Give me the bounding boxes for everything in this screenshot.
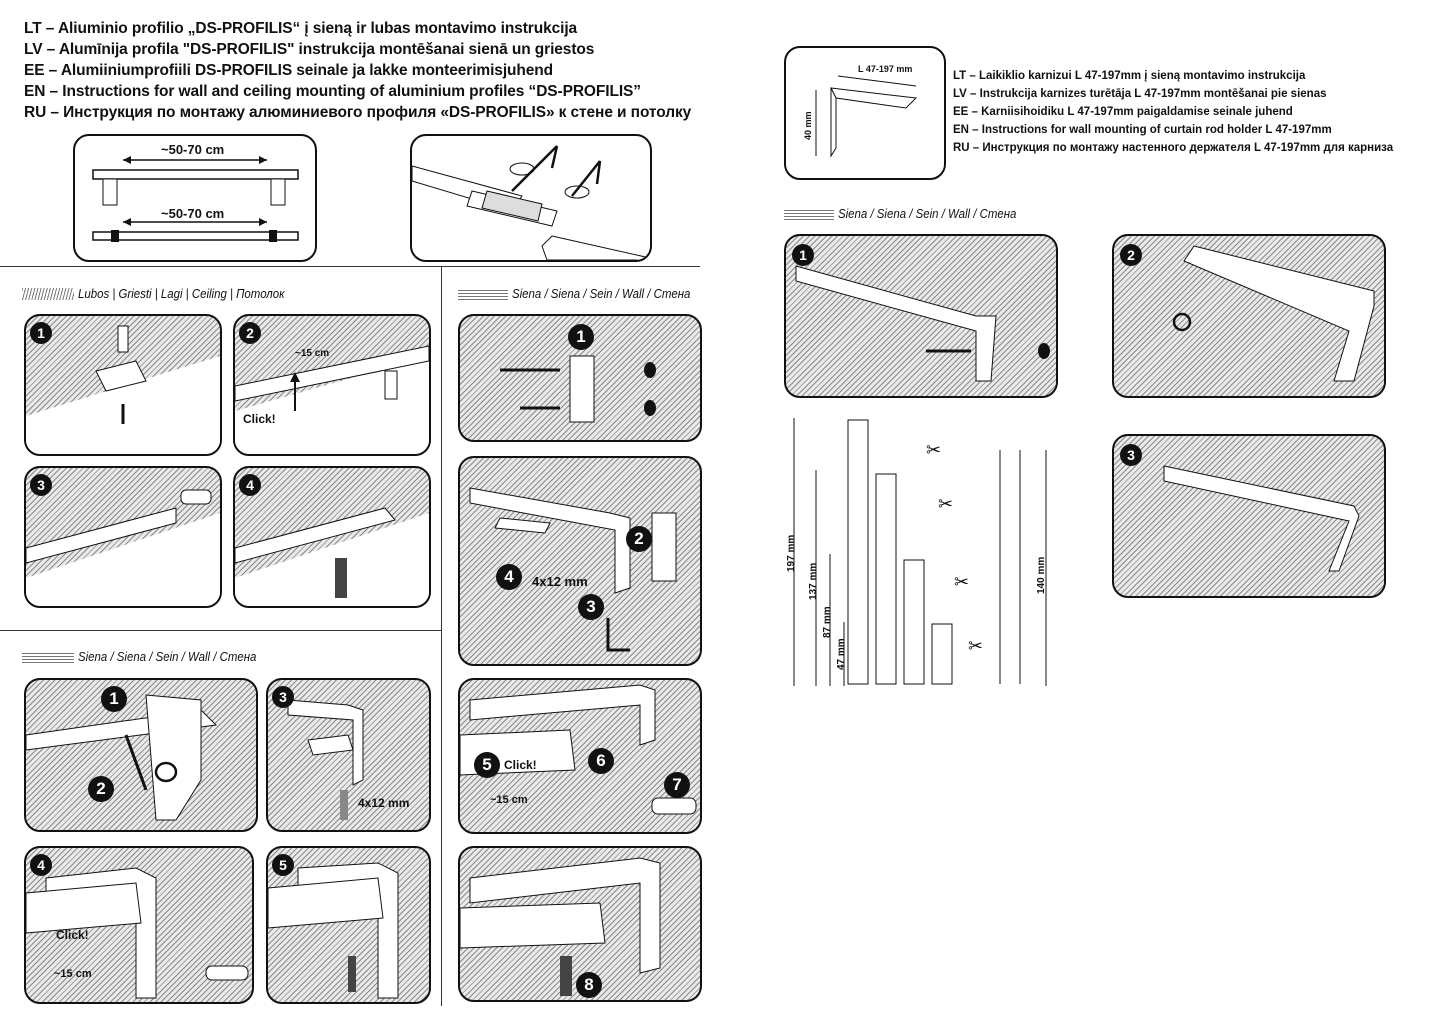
mid-step-5-7-panel: 5 Click! 6 7 ~15 cm <box>458 678 702 834</box>
title-lt: LT – Aliuminio profilio „DS-PROFILIS“ į … <box>24 20 578 37</box>
mid-step-2-4-panel: 2 4 4x12 mm 3 <box>458 456 702 666</box>
holder-step-1-panel: 1 <box>784 234 1058 398</box>
wall-left-hatch <box>22 651 74 663</box>
step-3-badge: 3 <box>30 474 52 496</box>
length-87-label: 87 mm <box>822 606 833 638</box>
distance-label: ~15 cm <box>490 794 528 806</box>
ceiling-step-3-panel: 3 <box>24 466 222 608</box>
scissors-icon: ✂ <box>926 440 942 460</box>
ceiling-profile-clip-illustration <box>235 345 429 454</box>
wall-step-1-2-panel: 1 2 <box>24 678 258 832</box>
wall-profile-click-illustration <box>26 867 249 999</box>
step-3-badge: 3 <box>1120 444 1142 466</box>
step-1-badge: 1 <box>568 324 594 350</box>
ceiling-hatch <box>22 288 74 300</box>
height-140-label: 140 mm <box>1036 556 1047 594</box>
ceiling-section-title: Lubos | Griesti | Lagi | Ceiling | Потол… <box>78 286 285 301</box>
wall-holder-assembly-illustration <box>469 487 677 652</box>
scissors-icon: ✂ <box>954 572 970 592</box>
length-197-label: 197 mm <box>786 534 797 572</box>
holder-title-ee: EE – Karniisihoidiku L 47-197mm paigalda… <box>953 106 1293 118</box>
divider-lower <box>0 630 441 631</box>
holder-overview-panel: L 47-197 mm 40 mm <box>784 46 946 180</box>
distance-label: ~15 cm <box>54 968 92 980</box>
holder-length-label: L 47-197 mm <box>858 64 913 74</box>
ceiling-step-1-panel: 1 <box>24 314 222 456</box>
step-1-badge: 1 <box>792 244 814 266</box>
scissors-icon: ✂ <box>968 636 984 656</box>
holder-title-en: EN – Instructions for wall mounting of c… <box>953 124 1332 136</box>
step-6-badge: 6 <box>588 748 614 774</box>
step-4-badge: 4 <box>496 564 522 590</box>
wall-right-hatch <box>784 208 834 220</box>
wall-bracket-cut-illustration <box>26 694 218 821</box>
click-label: Click! <box>56 928 89 942</box>
holder-title-ru: RU – Инструкция по монтажу настенного де… <box>953 142 1394 154</box>
scissors-icon: ✂ <box>938 494 954 514</box>
holder-title-lt: LT – Laikiklio karnizui L 47-197mm į sie… <box>953 70 1306 82</box>
step-5-badge: 5 <box>272 854 294 876</box>
wall-left-section-title: Siena / Siena / Sein / Wall / Стена <box>78 649 257 664</box>
wall-clip-screw-illustration <box>287 699 364 820</box>
wall-plate-screws-illustration <box>500 355 656 423</box>
ceiling-step-4-panel: 4 <box>233 466 431 608</box>
wall-final-screw-illustration <box>460 857 661 996</box>
profile-spacing-illustration <box>92 156 299 242</box>
spacing-bottom-label: ~50-70 cm <box>161 206 225 221</box>
ceiling-step-2-panel: 2 ~15 cm Click! <box>233 314 431 456</box>
screw-size-label: 4x12 mm <box>532 574 588 589</box>
step-2-badge: 2 <box>626 526 652 552</box>
profile-connector-illustration <box>412 145 650 260</box>
ceiling-screwdriver-illustration <box>235 507 429 606</box>
wall-step-5-panel: 5 <box>266 846 431 1004</box>
wall-right-section-title: Siena / Siena / Sein / Wall / Стена <box>838 206 1017 221</box>
click-label: Click! <box>504 758 537 772</box>
wall-endcap-illustration <box>268 862 399 999</box>
step-1-badge: 1 <box>30 322 52 344</box>
wall-step-3-panel: 3 4x12 mm <box>266 678 431 832</box>
holder-title-lv: LV – Instrukcija karnizes turētāja L 47-… <box>953 88 1327 100</box>
length-137-label: 137 mm <box>808 562 819 600</box>
step-4-badge: 4 <box>239 474 261 496</box>
holder-wall-mount-illustration <box>795 265 1050 382</box>
step-3-badge: 3 <box>272 686 294 708</box>
cut-length-diagram <box>793 418 1047 686</box>
wall-middle-section-title: Siena / Siena / Sein / Wall / Стена <box>512 286 691 301</box>
divider-vertical <box>441 266 442 1006</box>
divider-horizontal <box>0 266 700 267</box>
ceiling-bracket-illustration <box>26 325 220 454</box>
title-ee: EE – Alumiiniumprofiili DS-PROFILIS sein… <box>24 62 554 79</box>
step-2-badge: 2 <box>88 776 114 802</box>
holder-mounted-illustration <box>1163 465 1360 572</box>
click-label: Click! <box>243 412 276 426</box>
connector-panel <box>410 134 652 262</box>
length-47-label: 47 mm <box>836 638 847 670</box>
holder-height-label: 40 mm <box>803 111 813 140</box>
holder-step-2-panel: 2 <box>1112 234 1386 398</box>
mid-step-8-panel: 8 <box>458 846 702 1002</box>
step-1-badge: 1 <box>101 686 127 712</box>
wall-middle-hatch <box>458 288 508 300</box>
step-2-badge: 2 <box>239 322 261 344</box>
step-7-badge: 7 <box>664 772 690 798</box>
title-lv: LV – Alumīnija profila "DS-PROFILIS" ins… <box>24 41 595 58</box>
screw-size-label: 4x12 mm <box>358 796 410 810</box>
holder-step-3-panel: 3 <box>1112 434 1386 598</box>
step-3-badge: 3 <box>578 594 604 620</box>
step-4-badge: 4 <box>30 854 52 876</box>
holder-cut-illustration <box>1172 245 1375 382</box>
title-en: EN – Instructions for wall and ceiling m… <box>24 83 641 100</box>
spacing-top-label: ~50-70 cm <box>161 142 225 157</box>
step-2-badge: 2 <box>1120 244 1142 266</box>
mid-step-1-panel: 1 <box>458 314 702 442</box>
step-5-badge: 5 <box>474 752 500 778</box>
step-8-badge: 8 <box>576 972 602 998</box>
distance-label: ~15 cm <box>295 348 330 359</box>
title-ru: RU – Инструкция по монтажу алюминиевого … <box>24 104 692 121</box>
holder-l-bracket-illustration <box>815 75 918 158</box>
spacing-panel: ~50-70 cm ~50-70 cm <box>73 134 317 262</box>
ceiling-endcap-illustration <box>26 489 220 606</box>
wall-step-4-panel: 4 Click! ~15 cm <box>24 846 254 1004</box>
